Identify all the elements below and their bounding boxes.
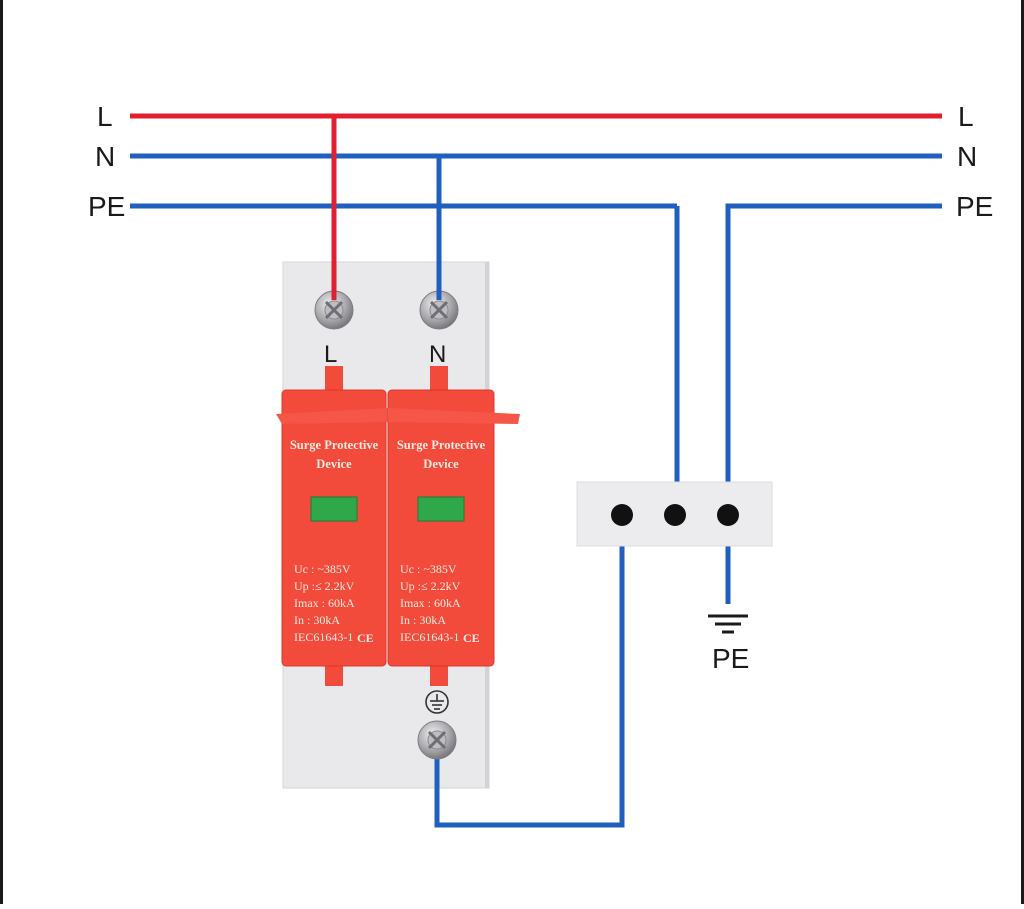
housing-ground-icon: [425, 690, 449, 714]
n-terminal-screw: [419, 290, 459, 330]
device-terminal-label-l: L: [324, 341, 337, 368]
module-2-ce-mark: CE: [463, 631, 480, 645]
right-label-n: N: [957, 141, 977, 172]
right-label-pe: PE: [956, 191, 993, 222]
module-2-standard: IEC61643-1: [400, 630, 459, 644]
module-2-title-line2: Device: [423, 457, 459, 471]
earth-ground-icon: [708, 614, 748, 634]
ground-terminal-screw: [417, 720, 457, 760]
module-1-title-line1: Surge Protective: [290, 438, 379, 452]
ground-return-wire: [434, 515, 625, 828]
module-1-title-line2: Device: [316, 457, 352, 471]
module-1-ce-mark: CE: [357, 631, 374, 645]
left-label-pe: PE: [88, 191, 125, 222]
module-2-spec-uc: Uc : ~385V: [400, 562, 457, 576]
device-terminal-label-n: N: [429, 341, 446, 368]
module-tab-bottom-2: [430, 664, 448, 686]
module-1-spec-imax: Imax : 60kA: [294, 596, 355, 610]
module-tab-bottom-1: [325, 664, 343, 686]
module-tab-top-2: [430, 366, 448, 392]
module-2-spec-in: In : 30kA: [400, 613, 446, 627]
frame-edge-left: [0, 0, 3, 904]
module-tab-top-1: [325, 366, 343, 392]
spd-module-1: Surge Protective Device Uc : ~385V Up :≤…: [276, 389, 388, 667]
module-2-status-indicator: [417, 496, 465, 522]
module-1-standard: IEC61643-1: [294, 630, 353, 644]
module-1-spec-up: Up :≤ 2.2kV: [294, 579, 355, 593]
l-terminal-screw: [314, 290, 354, 330]
block-terminal-1: [611, 504, 633, 526]
right-label-l: L: [958, 101, 974, 132]
ground-terminal-block: [576, 481, 773, 547]
ground-pe-label: PE: [712, 643, 749, 674]
module-2-spec-imax: Imax : 60kA: [400, 596, 461, 610]
block-terminal-3: [717, 504, 739, 526]
module-1-status-indicator: [310, 496, 358, 522]
left-label-l: L: [97, 101, 113, 132]
pe-wire-right: [725, 203, 942, 515]
frame-edge-right: [1021, 0, 1024, 904]
module-1-spec-uc: Uc : ~385V: [294, 562, 351, 576]
module-1-spec-in: In : 30kA: [294, 613, 340, 627]
block-terminal-2: [664, 504, 686, 526]
module-2-spec-up: Up :≤ 2.2kV: [400, 579, 461, 593]
spd-module-2: Surge Protective Device Uc : ~385V Up :≤…: [387, 389, 520, 667]
module-2-title-line1: Surge Protective: [397, 438, 486, 452]
left-label-n: N: [95, 141, 115, 172]
